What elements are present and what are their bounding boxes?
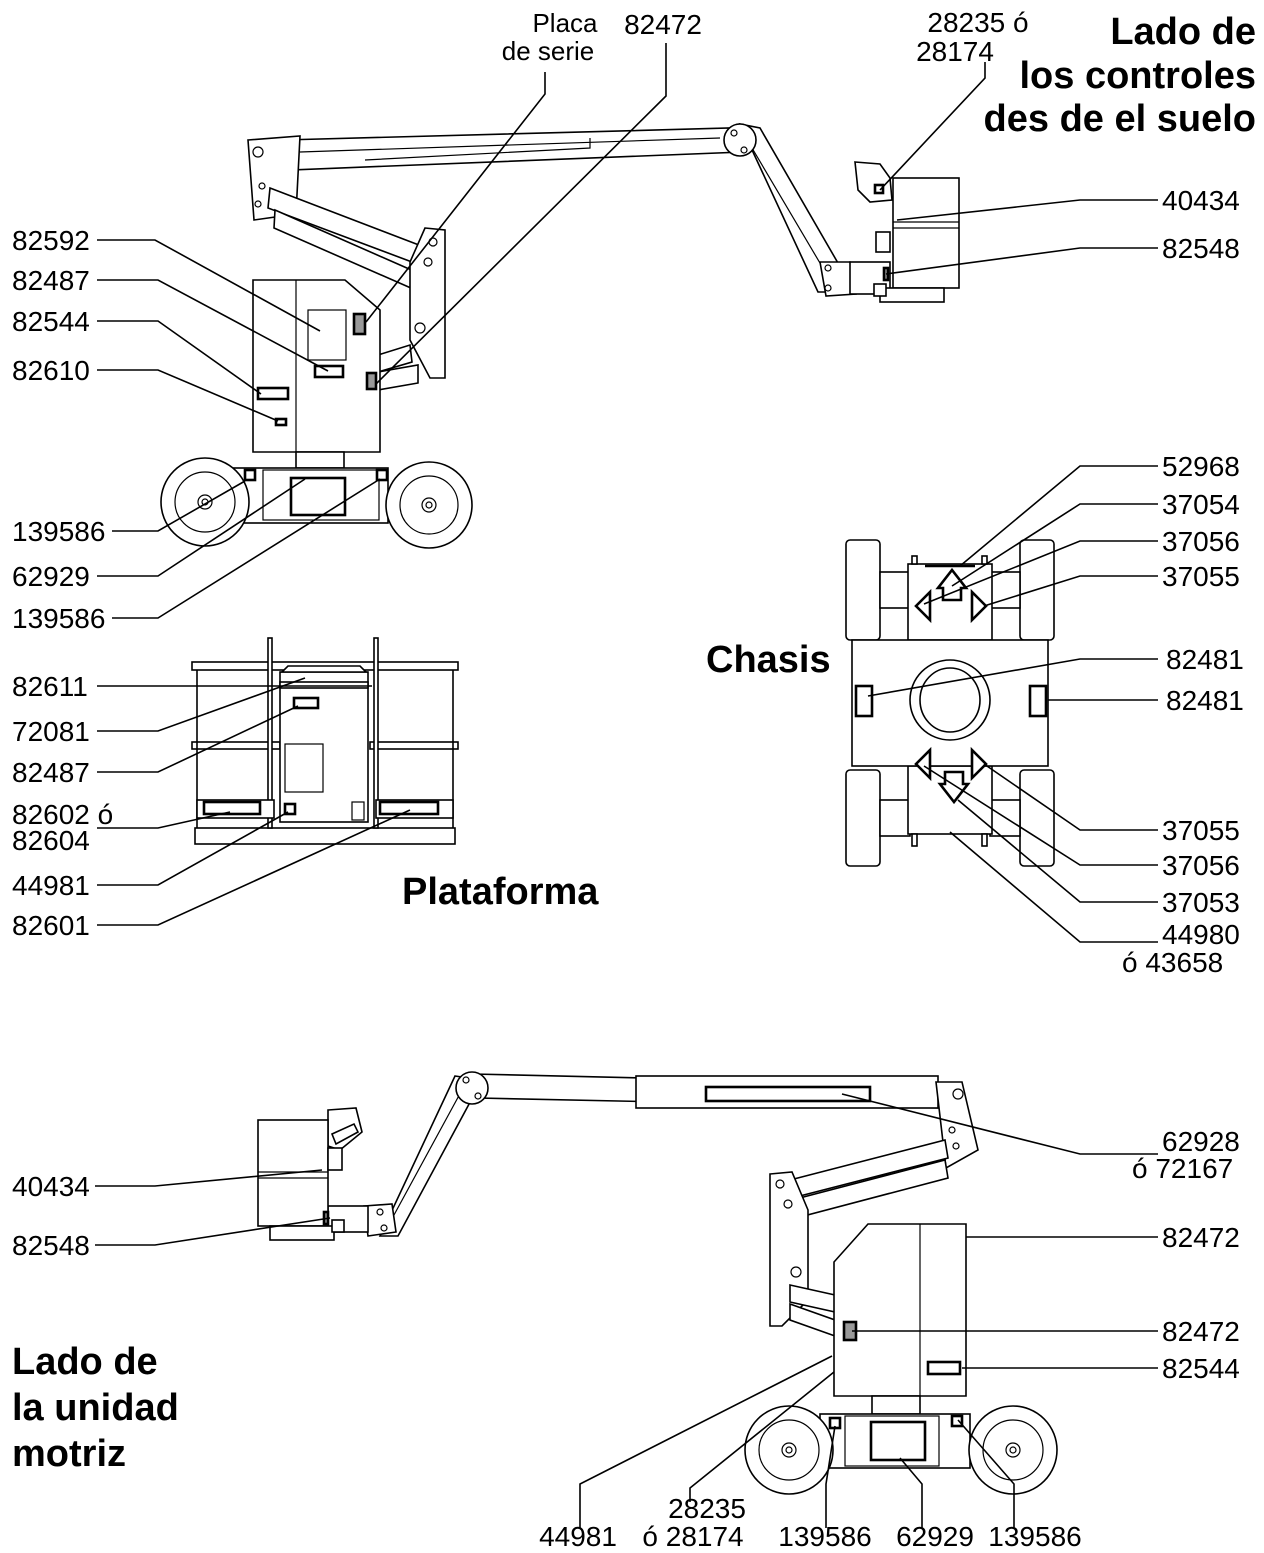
ground-side-leaders <box>97 43 1158 619</box>
svg-text:los controles: los controles <box>1020 55 1257 97</box>
drive-side-labels: 40434 82548 62928 ó 72167 82472 82472 82… <box>12 1126 1240 1552</box>
svg-text:40434: 40434 <box>12 1171 90 1202</box>
svg-text:82548: 82548 <box>1162 233 1240 264</box>
svg-text:82601: 82601 <box>12 910 90 941</box>
svg-text:82611: 82611 <box>12 671 88 702</box>
svg-text:40434: 40434 <box>1162 185 1240 216</box>
svg-text:37055: 37055 <box>1162 561 1240 592</box>
svg-text:62928: 62928 <box>1162 1126 1240 1157</box>
svg-text:139586: 139586 <box>12 603 105 634</box>
svg-text:Lado de: Lado de <box>1110 11 1256 53</box>
svg-text:des de el suelo: des de el suelo <box>984 98 1256 140</box>
drive-side-machine <box>257 1071 1058 1495</box>
svg-text:28235: 28235 <box>668 1493 746 1524</box>
chassis-top-view <box>845 539 1055 867</box>
svg-text:82472: 82472 <box>1162 1222 1240 1253</box>
svg-text:Lado de: Lado de <box>12 1341 158 1383</box>
svg-text:139586: 139586 <box>778 1521 871 1552</box>
svg-text:82548: 82548 <box>12 1230 90 1261</box>
ground-side-labels: Placa de serie 82472 28235 ó 28174 82592… <box>12 7 1240 634</box>
svg-text:28174: 28174 <box>916 36 994 67</box>
svg-text:37056: 37056 <box>1162 526 1240 557</box>
platform-labels: 82611 72081 82487 82602 ó 82604 44981 82… <box>12 671 113 941</box>
svg-text:139586: 139586 <box>988 1521 1081 1552</box>
svg-text:motriz: motriz <box>12 1433 126 1475</box>
svg-text:82610: 82610 <box>12 355 90 386</box>
svg-text:37053: 37053 <box>1162 887 1240 918</box>
svg-text:37054: 37054 <box>1162 489 1240 520</box>
svg-text:62929: 62929 <box>896 1521 974 1552</box>
svg-text:44980: 44980 <box>1162 919 1240 950</box>
svg-text:ó 72167: ó 72167 <box>1132 1153 1233 1184</box>
ground-side-machine <box>160 122 960 549</box>
title-drive-side: Lado de la unidad motriz <box>12 1341 179 1475</box>
svg-text:ó 43658: ó 43658 <box>1122 947 1223 978</box>
title-chassis: Chasis <box>706 639 831 681</box>
svg-text:82481: 82481 <box>1166 685 1244 716</box>
svg-text:52968: 52968 <box>1162 451 1240 482</box>
svg-text:82602 ó: 82602 ó <box>12 799 113 830</box>
svg-text:82487: 82487 <box>12 757 90 788</box>
svg-text:28235 ó: 28235 ó <box>927 7 1028 38</box>
chassis-labels: 52968 37054 37056 37055 82481 82481 3705… <box>1122 451 1244 978</box>
svg-text:la unidad: la unidad <box>12 1387 179 1429</box>
svg-text:82544: 82544 <box>12 306 90 337</box>
svg-text:82592: 82592 <box>12 225 90 256</box>
label-82472: 82472 <box>624 9 702 40</box>
svg-text:37055: 37055 <box>1162 815 1240 846</box>
svg-text:44981: 44981 <box>12 870 90 901</box>
svg-text:82481: 82481 <box>1166 644 1244 675</box>
drive-side-leaders <box>95 1093 1158 1528</box>
svg-text:Placa: Placa <box>532 8 598 38</box>
svg-text:72081: 72081 <box>12 716 90 747</box>
svg-text:44981: 44981 <box>539 1521 617 1552</box>
title-platform: Plataforma <box>402 871 599 913</box>
svg-text:37056: 37056 <box>1162 850 1240 881</box>
svg-text:62929: 62929 <box>12 561 90 592</box>
chassis-leaders <box>867 465 1158 943</box>
svg-text:82544: 82544 <box>1162 1353 1240 1384</box>
svg-text:82472: 82472 <box>1162 1316 1240 1347</box>
svg-text:82487: 82487 <box>12 265 90 296</box>
svg-text:139586: 139586 <box>12 516 105 547</box>
svg-text:de serie: de serie <box>502 36 595 66</box>
platform-front-view <box>191 637 459 845</box>
title-ground-side: Lado de los controles des de el suelo <box>984 11 1256 140</box>
platform-leaders <box>97 677 411 926</box>
svg-text:82604: 82604 <box>12 825 90 856</box>
svg-text:ó 28174: ó 28174 <box>642 1521 743 1552</box>
